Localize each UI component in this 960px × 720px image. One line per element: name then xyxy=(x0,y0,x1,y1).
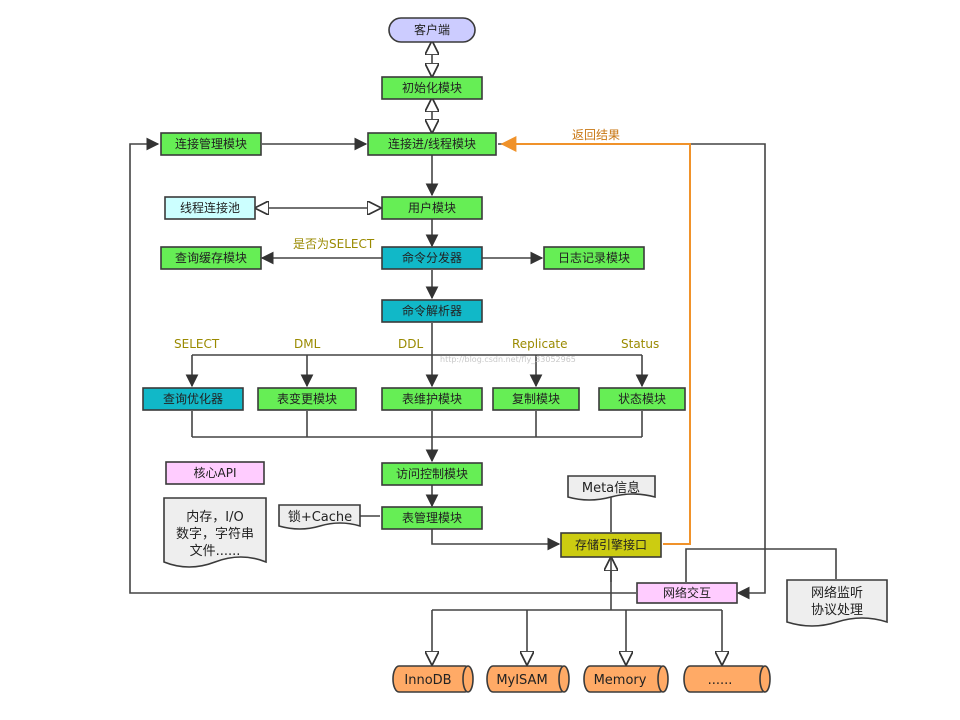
node-core-api-doc-line-3: 文件...... xyxy=(190,544,241,559)
engine-memory-label: Memory xyxy=(594,673,647,688)
label-is-select: 是否为SELECT xyxy=(293,237,375,251)
node-user-module xyxy=(381,196,483,220)
node-query-cache-label: 查询缓存模块 xyxy=(175,251,247,265)
node-table-maint xyxy=(381,387,483,411)
label-return-result: 返回结果 xyxy=(572,128,620,142)
node-conn-mgmt-label: 连接管理模块 xyxy=(175,136,247,151)
engine-more-label: ...... xyxy=(708,673,733,688)
node-replication xyxy=(492,387,580,411)
node-table-mgmt xyxy=(381,506,483,530)
watermark: http://blog.csdn.net/fly_33052965 xyxy=(440,355,576,364)
node-lock-cache-label: 锁+Cache xyxy=(288,509,352,525)
node-table-mgmt-label: 表管理模块 xyxy=(402,510,462,525)
node-user-module-label: 用户模块 xyxy=(408,200,456,215)
edges xyxy=(129,42,837,664)
label-select: SELECT xyxy=(174,337,220,351)
node-conn-mgmt xyxy=(160,132,262,156)
node-dispatcher-label: 命令分发器 xyxy=(402,250,462,265)
node-core-api-doc-line-1: 内存，I/O xyxy=(186,509,243,525)
edge-network-connmgmt xyxy=(129,137,636,594)
node-conn-thread-label: 连接进/线程模块 xyxy=(388,136,476,151)
edge-tablemgmt-storage xyxy=(431,529,561,551)
node-net-listen-line-1: 网络监听 xyxy=(811,585,863,601)
label-ddl: DDL xyxy=(398,337,423,351)
node-network-label: 网络交互 xyxy=(663,585,711,600)
engine-memory: Memory xyxy=(583,665,669,693)
node-table-change xyxy=(257,387,357,411)
node-client-label: 客户端 xyxy=(414,22,450,37)
node-access-ctrl-label: 访问控制模块 xyxy=(396,467,468,481)
label-dml: DML xyxy=(294,337,321,351)
edge-return-result xyxy=(500,136,691,545)
node-log-module xyxy=(543,246,645,270)
edge-netlisten-network xyxy=(685,548,837,582)
node-core-api-doc-line-2: 数字，字符串 xyxy=(176,526,254,542)
node-table-change-label: 表变更模块 xyxy=(277,391,337,406)
engine-innodb: InnoDB xyxy=(392,665,474,693)
node-core-api xyxy=(165,461,265,485)
engine-more: ...... xyxy=(683,665,771,693)
node-storage-if xyxy=(560,532,662,558)
node-init-module xyxy=(381,76,483,100)
node-meta-label: Meta信息 xyxy=(582,480,640,496)
node-net-listen xyxy=(786,579,888,627)
node-storage-if-label: 存储引擎接口 xyxy=(575,537,647,552)
node-meta xyxy=(567,475,656,501)
node-optimizer xyxy=(142,387,244,411)
node-thread-pool-label: 线程连接池 xyxy=(180,200,240,215)
label-replicate: Replicate xyxy=(512,337,568,351)
node-table-maint-label: 表维护模块 xyxy=(402,392,462,406)
edge-labels: 是否为SELECT 返回结果 SELECT DML DDL Replicate … xyxy=(174,128,659,364)
node-network xyxy=(636,582,738,604)
node-client xyxy=(388,17,476,43)
node-optimizer-label: 查询优化器 xyxy=(163,392,223,406)
node-dispatcher xyxy=(381,246,483,270)
engine-myisam: MyISAM xyxy=(486,665,570,693)
node-status-label: 状态模块 xyxy=(618,392,666,406)
edge-connthread-network xyxy=(498,143,766,600)
node-conn-thread xyxy=(367,132,497,156)
node-thread-pool xyxy=(164,196,256,220)
nodes: 客户端 初始化模块 连接管理模块 连接进/线程模块 线程连接池 用户模块 查询缓… xyxy=(142,17,888,693)
node-net-listen-line-2: 协议处理 xyxy=(811,603,863,618)
node-parser xyxy=(381,299,483,323)
node-status xyxy=(598,387,686,411)
node-replication-label: 复制模块 xyxy=(512,392,560,406)
label-status: Status xyxy=(621,337,659,351)
node-query-cache xyxy=(160,246,262,270)
node-parser-label: 命令解析器 xyxy=(402,303,462,318)
engine-myisam-label: MyISAM xyxy=(496,673,547,688)
node-init-module-label: 初始化模块 xyxy=(402,81,462,95)
node-lock-cache xyxy=(278,504,361,530)
node-access-ctrl xyxy=(381,462,483,486)
node-log-module-label: 日志记录模块 xyxy=(558,251,630,265)
engine-innodb-label: InnoDB xyxy=(404,673,451,688)
node-core-api-doc xyxy=(163,497,267,568)
node-core-api-label: 核心API xyxy=(194,466,237,480)
